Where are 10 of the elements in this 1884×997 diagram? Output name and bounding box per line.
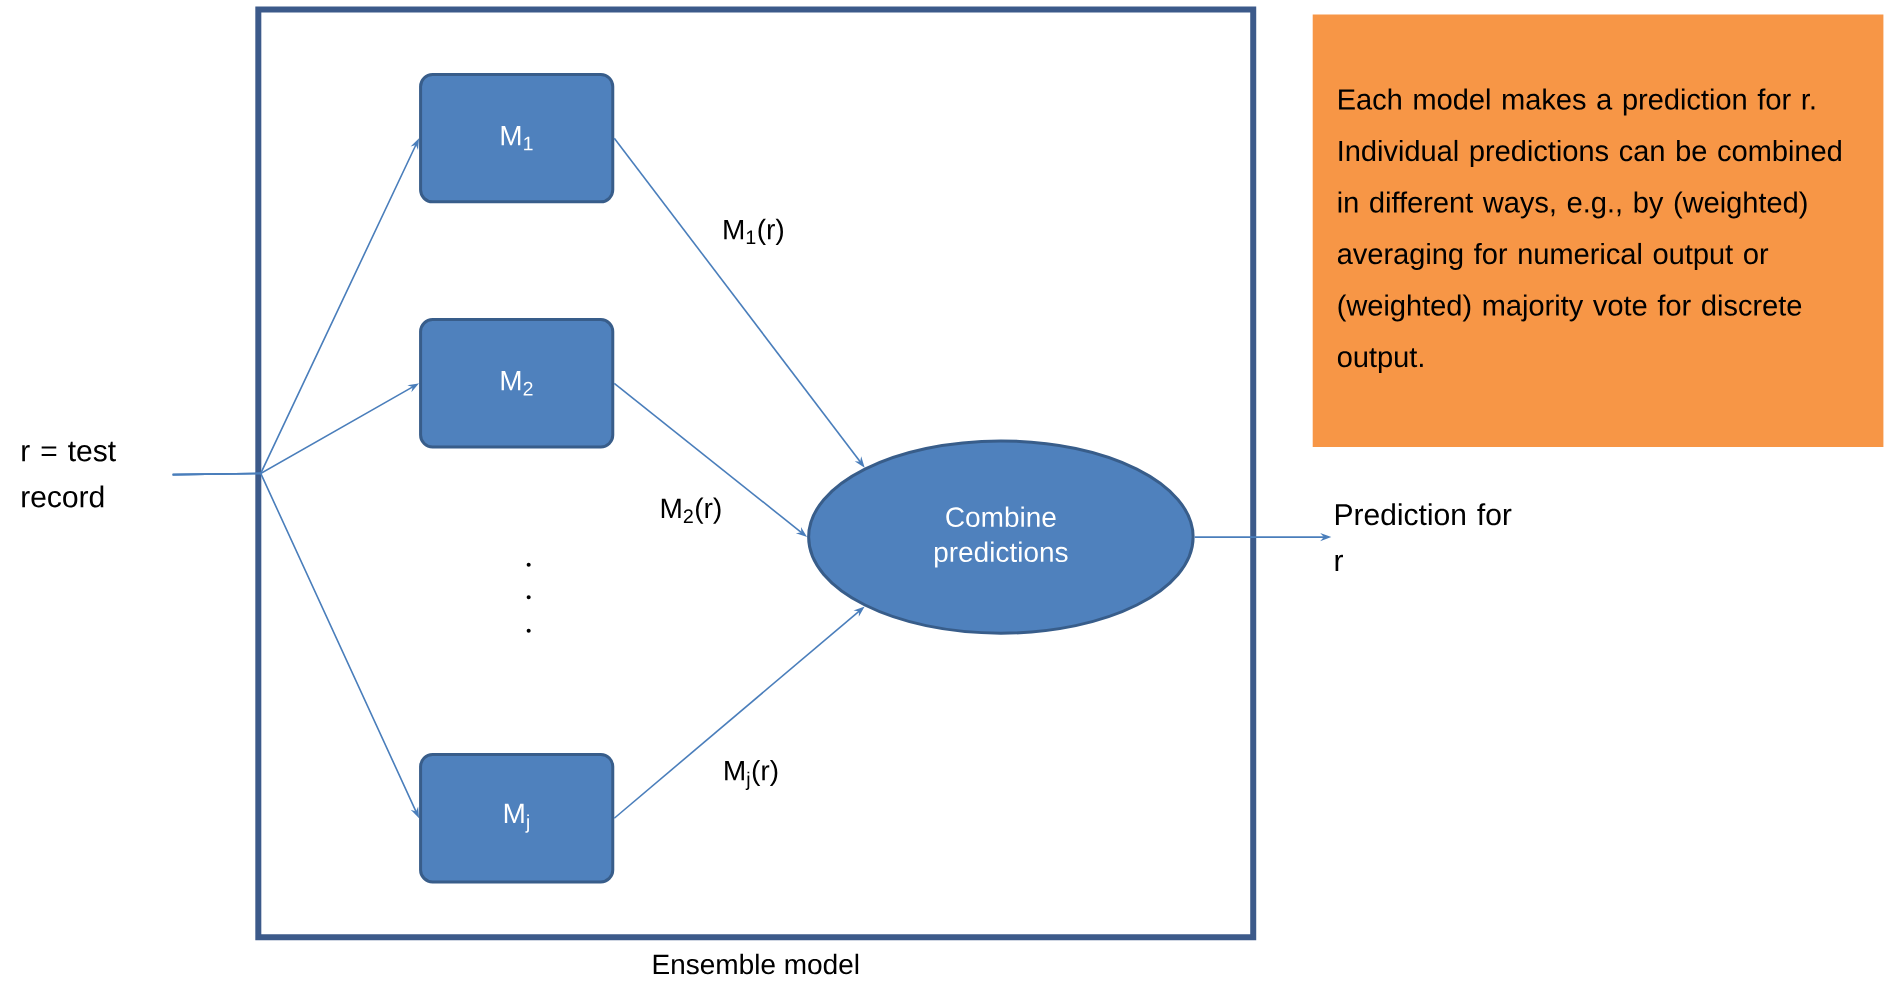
edge-label: M$_{1}$(r) [720,216,787,247]
model-box: M$_{j}$ [419,753,615,884]
model-box: M$_{2}$ [419,318,615,449]
model-box: M$_{1}$ [419,72,615,204]
text-label: Prediction for r [1335,503,1512,571]
node-label: Ensemble model [653,953,859,975]
edge-label: M$_{2}$(r) [657,495,725,526]
text-label: r = test record [22,441,116,508]
edge-label: M$_{j}$(r) [720,758,782,792]
note-box: Each model makes a prediction for r. Individual predictions can be combined in different ways, e.g., by (weighted) averaging for numerical output or (weighted) majority vote for discrete output. [1312,14,1884,447]
